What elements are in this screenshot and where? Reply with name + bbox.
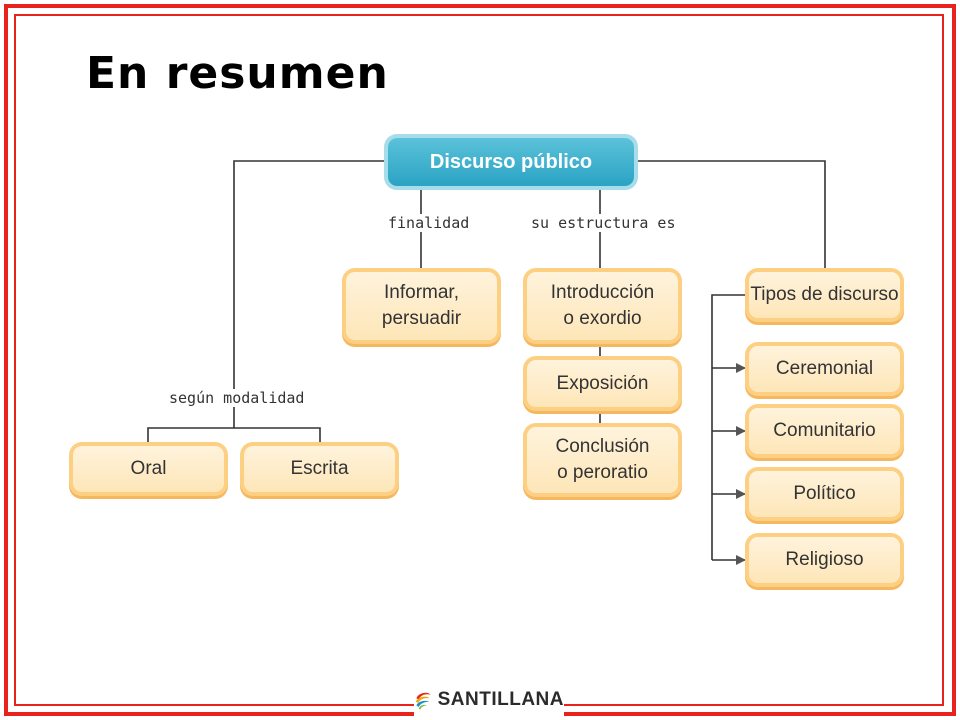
connector-root-tipos [636,160,826,270]
node-ceremonial: Ceremonial [749,346,900,392]
node-politico: Político [749,471,900,517]
edge-label-modalidad: según modalidad [166,389,308,407]
brand-name: SANTILLANA [437,689,564,710]
node-religioso: Religioso [749,537,900,583]
node-informar-persuadir: Informar, persuadir [346,272,497,340]
santillana-swirl-icon [415,692,431,710]
node-conclusion: Conclusión o peroratio [527,427,678,493]
node-discurso-publico: Discurso público [388,138,634,186]
santillana-logo: SANTILLANA [414,680,564,720]
edge-label-estructura: su estructura es [528,214,679,232]
node-escrita: Escrita [244,446,395,492]
node-tipos-de-discurso: Tipos de discurso [749,272,900,318]
connector-modalidad-split [147,427,321,444]
slide-title: En resumen [86,48,389,99]
connector-tipos-bracket [711,294,747,560]
connector-root-modalidad [233,160,386,428]
edge-label-finalidad: finalidad [385,214,473,232]
node-oral: Oral [73,446,224,492]
node-exposicion: Exposición [527,360,678,407]
node-introduccion: Introducción o exordio [527,272,678,340]
node-comunitario: Comunitario [749,408,900,454]
